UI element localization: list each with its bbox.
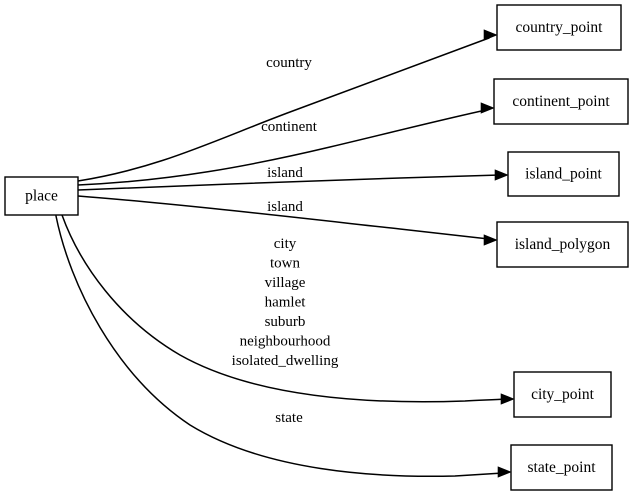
- edge-label-line: village: [265, 275, 306, 291]
- node-box-continent_point: [493, 78, 629, 125]
- edge-place-to-island_point[interactable]: [77, 169, 509, 191]
- node-label-island_polygon: island_polygon: [515, 236, 611, 253]
- edge-label-city_point: city town village hamlet suburb neighbourhood…: [232, 236, 339, 369]
- node-box-island_point: [507, 151, 620, 197]
- edge-label-line: island: [267, 199, 303, 215]
- node-label-continent_point: continent_point: [512, 93, 610, 110]
- node-box-country_point: [496, 4, 622, 51]
- node-label-city_point: city_point: [531, 386, 595, 403]
- edge-label-line: island: [267, 165, 303, 181]
- edge-label-line: city: [274, 236, 297, 252]
- node-box-island_polygon: [496, 221, 629, 268]
- edge-label-country_point: country: [266, 55, 312, 71]
- arrowhead-island_polygon: [483, 234, 498, 246]
- node-continent_point[interactable]: continent_point: [493, 78, 629, 125]
- edge-label-line: suburb: [265, 314, 306, 330]
- edge-line-city_point: [61, 214, 507, 403]
- node-label-place: place: [25, 188, 58, 205]
- edge-labels-layer: country continent island island city town vill…: [232, 55, 339, 426]
- edge-place-to-island_polygon[interactable]: [77, 195, 498, 246]
- edge-label-island_point: island: [267, 165, 303, 181]
- node-place[interactable]: place: [4, 176, 79, 216]
- node-box-state_point: [510, 444, 613, 491]
- node-state_point[interactable]: state_point: [510, 444, 613, 491]
- edge-label-line: isolated_dwelling: [232, 353, 339, 369]
- arrowhead-continent_point: [480, 102, 495, 114]
- edge-label-line: neighbourhood: [240, 334, 331, 350]
- edge-label-line: town: [270, 256, 301, 272]
- edges-layer: [55, 29, 515, 478]
- edge-place-to-continent_point[interactable]: [77, 102, 495, 186]
- node-island_point[interactable]: island_point: [507, 151, 620, 197]
- nodes-layer: place country_point continent_point island_…: [4, 4, 629, 491]
- edge-line-island_point: [77, 174, 501, 191]
- edge-place-to-city_point[interactable]: [61, 214, 515, 405]
- edge-line-state_point: [55, 215, 504, 478]
- edge-label-line: hamlet: [265, 295, 307, 311]
- node-box-city_point: [513, 371, 612, 418]
- node-label-country_point: country_point: [516, 19, 604, 36]
- edge-label-line: country: [266, 55, 312, 71]
- node-box-place: [4, 176, 79, 216]
- node-label-island_point: island_point: [525, 166, 602, 183]
- edge-label-line: continent: [261, 119, 318, 135]
- edge-label-state_point: state: [275, 410, 303, 426]
- node-label-state_point: state_point: [527, 459, 596, 476]
- edge-label-line: state: [275, 410, 303, 426]
- edge-line-island_polygon: [77, 195, 490, 240]
- edge-line-continent_point: [77, 109, 487, 186]
- arrowhead-state_point: [497, 466, 512, 478]
- node-island_polygon[interactable]: island_polygon: [496, 221, 629, 268]
- edge-line-country_point: [77, 37, 490, 182]
- edge-label-island_polygon: island: [267, 199, 303, 215]
- node-city_point[interactable]: city_point: [513, 371, 612, 418]
- edge-place-to-state_point[interactable]: [55, 215, 512, 478]
- edge-place-to-country_point[interactable]: [77, 29, 498, 182]
- arrowhead-city_point: [500, 393, 515, 405]
- arrowhead-country_point: [483, 29, 498, 41]
- node-country_point[interactable]: country_point: [496, 4, 622, 51]
- arrowhead-island_point: [494, 169, 509, 181]
- edge-label-continent_point: continent: [261, 119, 318, 135]
